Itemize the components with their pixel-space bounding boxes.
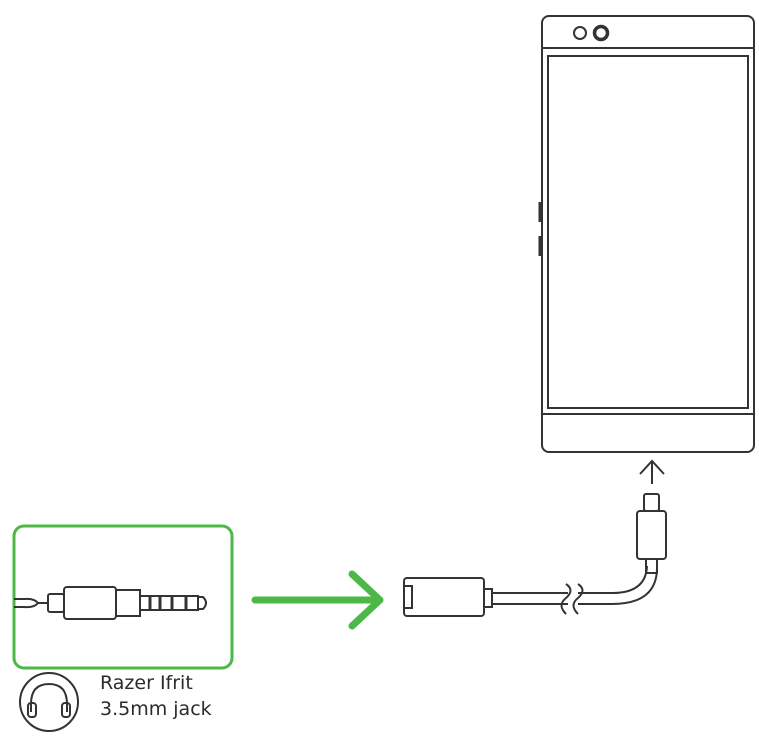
highlight-box	[12, 524, 234, 670]
phone-screen	[547, 55, 749, 409]
usb-c-tip	[643, 493, 660, 512]
jack-collar	[115, 589, 141, 617]
jack-strain-relief	[47, 593, 65, 613]
audio-adapter-housing	[403, 577, 485, 617]
headphones-icon	[19, 672, 79, 732]
cable-break-right	[572, 583, 584, 615]
front-sensor	[573, 26, 587, 40]
usb-c-strain-relief	[645, 558, 658, 574]
green-arrow	[251, 570, 384, 630]
phone	[538, 15, 755, 453]
legend: Razer Ifrit 3.5mm jack	[100, 670, 212, 722]
insert-arrow	[639, 459, 665, 484]
usb-c-housing	[636, 510, 667, 560]
phone-body	[541, 15, 755, 453]
legend-product-name: Razer Ifrit	[100, 672, 193, 694]
audio-adapter-port	[403, 585, 413, 609]
jack-pin-tip	[198, 596, 207, 610]
usb-c-plug	[636, 493, 667, 574]
jack-housing	[63, 586, 117, 620]
cable-break-left	[560, 583, 572, 615]
front-camera	[592, 24, 610, 42]
legend-connector: 3.5mm jack	[100, 698, 212, 720]
jack-pin-sleeve	[139, 595, 199, 611]
audio-adapter-neck	[483, 588, 493, 608]
jack-cable	[14, 597, 48, 604]
headphone-jack	[14, 586, 207, 620]
adapter-cable	[491, 565, 659, 615]
audio-adapter	[403, 577, 493, 617]
